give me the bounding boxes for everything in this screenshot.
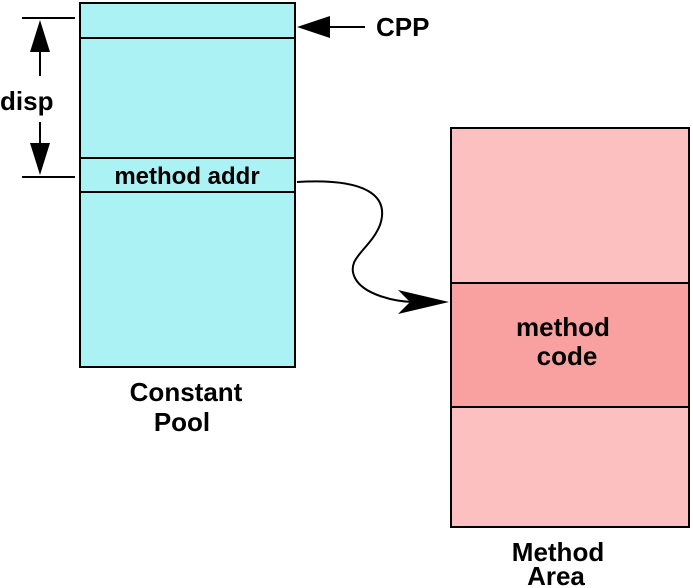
constant-pool-caption-line2: Pool [154, 407, 210, 437]
method-code-label-line1: method [516, 312, 610, 342]
cpp-label: CPP [376, 12, 429, 42]
method-area-caption-line2: Area [527, 561, 585, 588]
constant-pool-caption-line1: Constant [130, 377, 243, 407]
disp-down-arrowhead [30, 143, 50, 175]
method-area-caption-line1: Method [512, 537, 604, 567]
method-pointer [296, 180, 449, 314]
method-area: method code [450, 127, 690, 528]
cpp-arrow-head [297, 16, 330, 38]
disp-dimension: disp [0, 17, 75, 178]
method-pointer-arrowhead [398, 290, 449, 314]
method-code-section [450, 282, 690, 408]
cpp-pointer: CPP [297, 12, 429, 42]
method-addr-label: method addr [114, 163, 259, 190]
constant-pool: method addr [79, 2, 296, 368]
disp-up-arrowhead [30, 20, 50, 52]
method-code-label-line2: code [537, 341, 598, 371]
disp-label: disp [0, 86, 53, 116]
method-pointer-curve [296, 180, 421, 304]
constant-pool-box [79, 2, 296, 368]
